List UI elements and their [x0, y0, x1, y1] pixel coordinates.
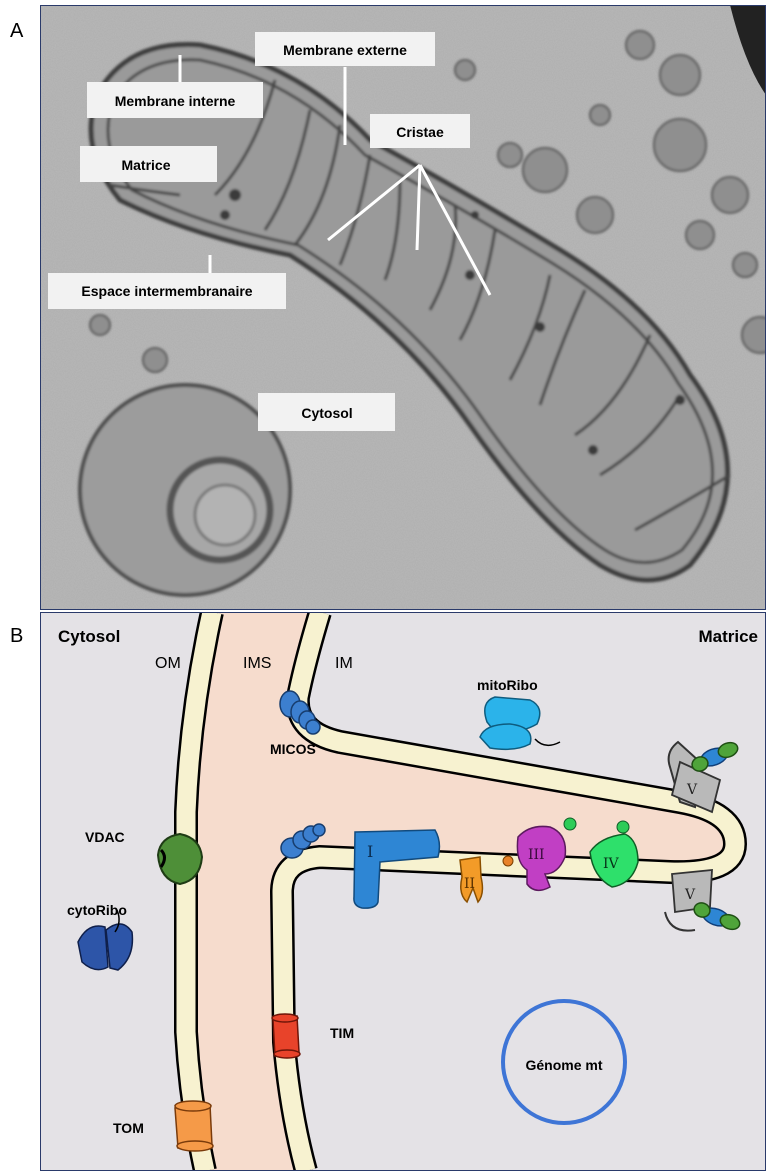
complex-i-label: I	[367, 842, 373, 861]
label-cytosol-b: Cytosol	[58, 627, 120, 646]
label-im: IM	[335, 655, 353, 672]
label-micos: MICOS	[270, 741, 316, 757]
schematic-panel: I II III IV V V	[40, 612, 766, 1171]
label-vdac: VDAC	[85, 829, 125, 845]
label-cristae: Cristae	[370, 114, 470, 148]
complex-v-bottom-label: V	[684, 887, 696, 903]
label-espace-intermembranaire: Espace intermembranaire	[48, 273, 286, 309]
label-tim: TIM	[330, 1025, 354, 1041]
label-mitoribo: mitoRibo	[477, 677, 538, 693]
complex-iii-label: III	[528, 847, 545, 863]
vdac	[158, 834, 202, 884]
panel-b-letter: B	[10, 625, 23, 648]
label-membrane-interne: Membrane interne	[87, 82, 263, 118]
label-matrice-b: Matrice	[698, 627, 758, 646]
panel-a-letter: A	[10, 20, 23, 43]
label-membrane-externe: Membrane externe	[255, 32, 435, 66]
label-om: OM	[155, 655, 181, 672]
complex-ii-label: II	[464, 876, 475, 892]
label-cytoribo: cytoRibo	[67, 902, 127, 918]
label-cytosol-a: Cytosol	[258, 393, 395, 431]
svg-text:Cytosol: Cytosol	[301, 405, 352, 421]
svg-text:Membrane interne: Membrane interne	[115, 93, 236, 109]
svg-text:Espace intermembranaire: Espace intermembranaire	[81, 283, 252, 299]
tom	[175, 1101, 213, 1151]
svg-text:Matrice: Matrice	[121, 157, 170, 173]
label-matrice: Matrice	[80, 146, 217, 182]
svg-text:Cristae: Cristae	[396, 124, 444, 140]
schematic-background	[40, 612, 766, 1171]
label-tom: TOM	[113, 1120, 144, 1136]
complex-iv-label: IV	[603, 856, 620, 872]
micrograph-panel: Membrane externe Membrane interne Crista…	[40, 5, 766, 610]
label-ims: IMS	[243, 655, 271, 672]
svg-text:Membrane externe: Membrane externe	[283, 42, 407, 58]
complex-v-top-label: V	[686, 782, 698, 798]
label-genome: Génome mt	[525, 1057, 602, 1073]
